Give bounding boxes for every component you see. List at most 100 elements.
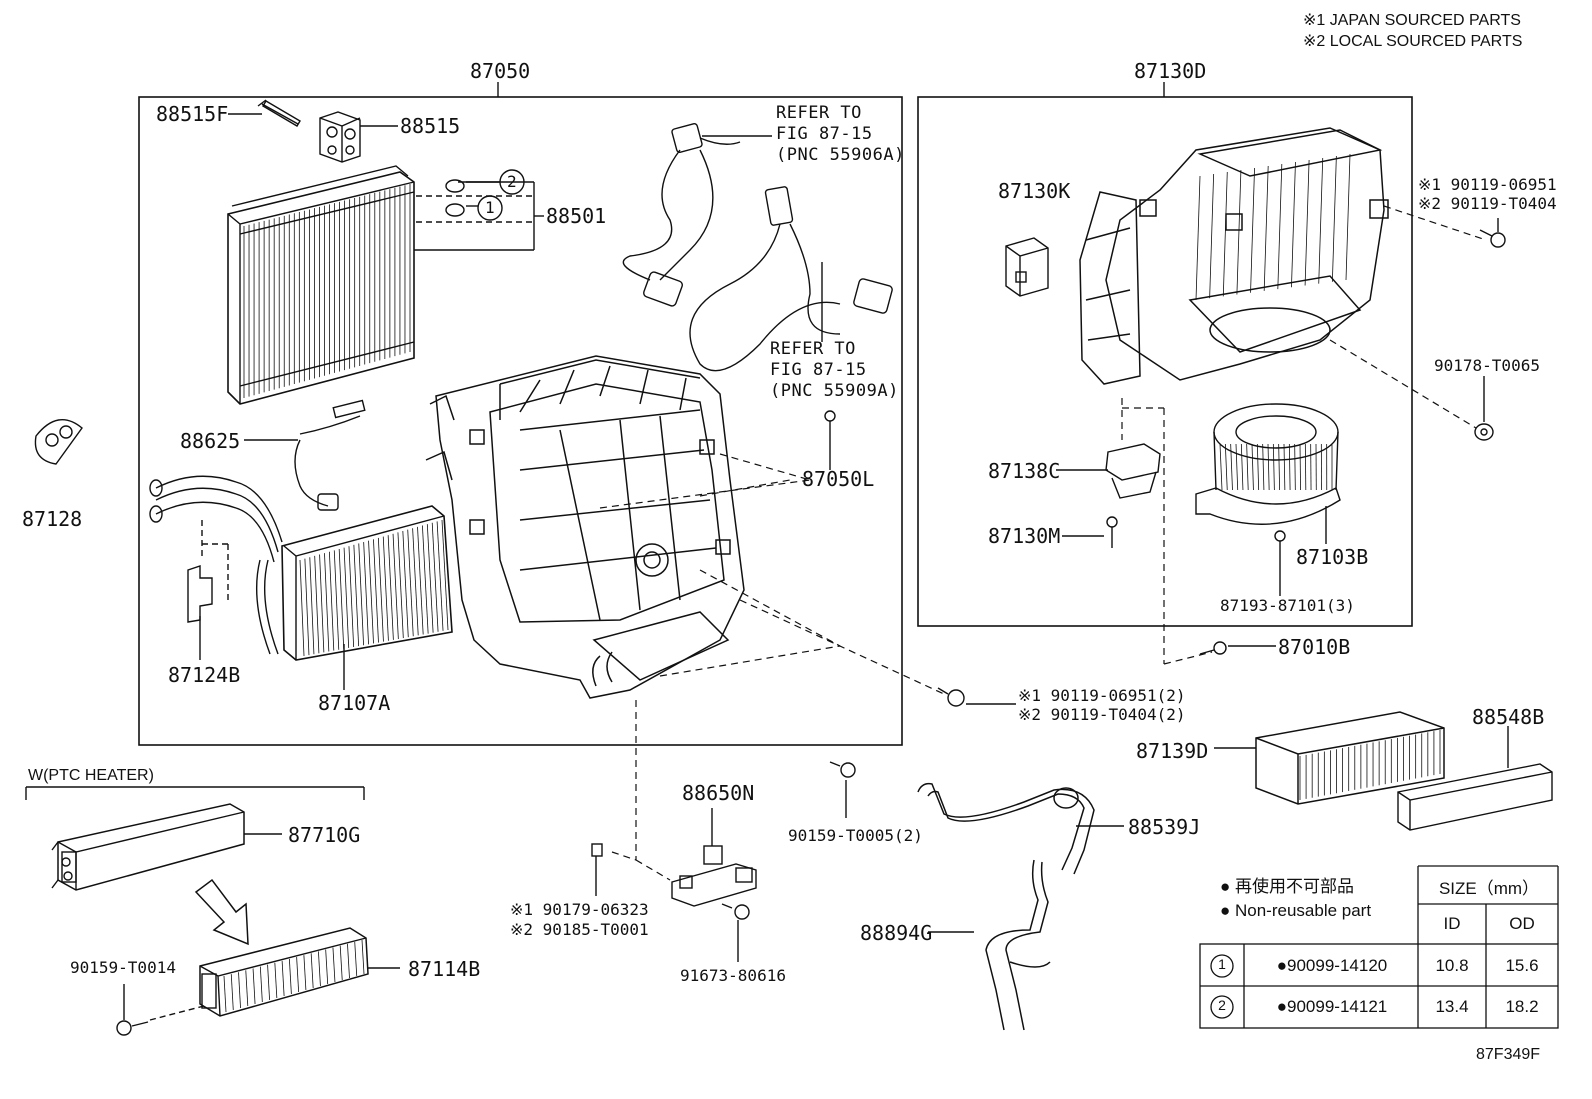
part-label-90185-T0001[interactable]: ※2 90185-T0001 bbox=[510, 920, 649, 939]
part-label-88650N[interactable]: 88650N bbox=[682, 781, 755, 805]
part-label-90119-06951-upper[interactable]: ※1 90119-06951 bbox=[1418, 175, 1557, 194]
screw-87050L-drawing bbox=[824, 410, 836, 444]
part-label-90178-T0065[interactable]: 90178-T0065 bbox=[1434, 356, 1540, 375]
part-label-87128[interactable]: 87128 bbox=[22, 507, 83, 531]
refer-55909A-line3: (PNC 55909A) bbox=[770, 381, 899, 401]
part-label-88894G[interactable]: 88894G bbox=[860, 921, 933, 945]
figure-code: 87F349F bbox=[1476, 1046, 1541, 1063]
part-label-91673-80616[interactable]: 91673-80616 bbox=[680, 966, 786, 985]
group-label-ptc-heater: W(PTC HEATER) bbox=[28, 767, 154, 784]
part-label-87193-87101[interactable]: 87193-87101(3) bbox=[1220, 596, 1355, 615]
callout-2-circle bbox=[499, 169, 525, 195]
drain-hose-88539J-drawing bbox=[917, 782, 1095, 875]
bolt-90119-lower-drawing bbox=[937, 687, 965, 707]
part-label-90179-06323[interactable]: ※1 90179-06323 bbox=[510, 900, 649, 919]
part-label-88625[interactable]: 88625 bbox=[180, 429, 241, 453]
grommet-drawing bbox=[34, 419, 83, 465]
note-local-sourced: ※2 LOCAL SOURCED PARTS bbox=[1303, 33, 1523, 50]
clip-90179-drawing bbox=[591, 843, 603, 857]
legend-row1-part[interactable]: ●90099-14120 bbox=[1276, 956, 1388, 975]
part-label-87130M[interactable]: 87130M bbox=[988, 524, 1061, 548]
blower-case-drawing bbox=[1079, 127, 1389, 385]
note-japan-sourced: ※1 JAPAN SOURCED PARTS bbox=[1303, 12, 1521, 29]
screw-87193-drawing bbox=[1274, 530, 1286, 566]
part-label-88515[interactable]: 88515 bbox=[400, 114, 461, 138]
legend-size-header: SIZE（mm） bbox=[1438, 879, 1540, 898]
part-label-87139D[interactable]: 87139D bbox=[1136, 739, 1209, 763]
part-label-88501[interactable]: 88501 bbox=[546, 204, 607, 228]
ptc-heater-core-drawing bbox=[199, 927, 369, 1017]
legend-row1-id: 10.8 bbox=[1435, 956, 1469, 975]
air-filter-drawing bbox=[1255, 711, 1445, 805]
part-label-87103B[interactable]: 87103B bbox=[1296, 545, 1369, 569]
part-label-90159-T0014[interactable]: 90159-T0014 bbox=[70, 958, 176, 977]
part-label-88548B[interactable]: 88548B bbox=[1472, 705, 1545, 729]
refer-55906A-line1: REFER TO bbox=[776, 103, 862, 123]
group-label-hvac-unit: 87050 bbox=[470, 59, 531, 83]
legend-row1-od: 15.6 bbox=[1505, 956, 1539, 975]
legend-row2-mark: 2 bbox=[1218, 997, 1226, 1013]
drain-hose-88894G-drawing bbox=[985, 859, 1051, 1031]
legend-col-id: ID bbox=[1443, 914, 1461, 933]
legend-row1-mark: 1 bbox=[1218, 956, 1226, 972]
screw-91673-drawing bbox=[721, 903, 750, 920]
harness-55906A-drawing bbox=[622, 123, 741, 307]
part-label-90159-T0005[interactable]: 90159-T0005(2) bbox=[788, 826, 923, 845]
screw-87130M-drawing bbox=[1106, 516, 1118, 548]
pipe-clip-drawing bbox=[187, 520, 229, 623]
screw-90159-T0005-drawing bbox=[829, 761, 856, 778]
callout-2-number: 2 bbox=[507, 172, 517, 191]
hvac-unit-frame bbox=[138, 96, 903, 746]
bolt-90119-upper-drawing bbox=[1479, 229, 1506, 248]
refer-55906A-line2: FIG 87-15 bbox=[776, 124, 873, 144]
bracket-88650N-drawing bbox=[671, 845, 757, 907]
legend-non-reusable-en: ● Non-reusable part bbox=[1220, 901, 1372, 920]
o-ring-1-drawing bbox=[445, 203, 465, 217]
blower-leader-lines bbox=[1121, 205, 1487, 665]
part-label-90119-06951-lower[interactable]: ※1 90119-06951(2) bbox=[1018, 686, 1186, 705]
harness-55909A-drawing bbox=[689, 186, 893, 372]
heater-core-drawing bbox=[149, 475, 453, 661]
part-label-87050L[interactable]: 87050L bbox=[802, 467, 875, 491]
legend-non-reusable-jp: ● 再使用不可部品 bbox=[1220, 877, 1354, 896]
o-ring-2-drawing bbox=[445, 179, 465, 193]
legend-table-grid bbox=[1199, 865, 1559, 1029]
callout-1-circle bbox=[477, 195, 503, 221]
part-label-87010B[interactable]: 87010B bbox=[1278, 635, 1351, 659]
refer-55909A-line1: REFER TO bbox=[770, 339, 856, 359]
ptc-heater-drawing bbox=[51, 803, 245, 891]
legend-row2-part[interactable]: ●90099-14121 bbox=[1276, 997, 1388, 1016]
hvac-leader-lines bbox=[599, 453, 945, 881]
thermistor-drawing bbox=[294, 399, 366, 511]
legend-row2-od: 18.2 bbox=[1505, 997, 1539, 1016]
bolt-87010B-drawing bbox=[1199, 641, 1227, 655]
refer-55906A-line3: (PNC 55906A) bbox=[776, 145, 905, 165]
evaporator-drawing bbox=[227, 165, 415, 405]
part-label-90119-T0404-upper[interactable]: ※2 90119-T0404 bbox=[1418, 194, 1557, 213]
part-label-87138C[interactable]: 87138C bbox=[988, 459, 1061, 483]
filter-cover-drawing bbox=[1397, 763, 1553, 831]
part-label-88515F[interactable]: 88515F bbox=[156, 102, 229, 126]
part-label-87130K[interactable]: 87130K bbox=[998, 179, 1071, 203]
legend-row2-id: 13.4 bbox=[1435, 997, 1469, 1016]
refer-55909A-line2: FIG 87-15 bbox=[770, 360, 867, 380]
part-label-87124B[interactable]: 87124B bbox=[168, 663, 241, 687]
blower-unit-frame bbox=[917, 96, 1413, 627]
resistor-drawing bbox=[1105, 443, 1161, 499]
legend-col-od: OD bbox=[1509, 914, 1535, 933]
screw-90159-T0014-drawing bbox=[116, 1020, 149, 1036]
group-label-blower-unit: 87130D bbox=[1134, 59, 1207, 83]
part-label-87107A[interactable]: 87107A bbox=[318, 691, 391, 715]
actuator-drawing bbox=[1005, 237, 1049, 297]
part-label-90119-T0404-lower[interactable]: ※2 90119-T0404(2) bbox=[1018, 705, 1186, 724]
hvac-case-drawing bbox=[425, 355, 745, 699]
part-label-88539J[interactable]: 88539J bbox=[1128, 815, 1201, 839]
callout-1-number: 1 bbox=[485, 198, 495, 217]
transition-arrow-drawing bbox=[194, 878, 249, 946]
part-label-87710G[interactable]: 87710G bbox=[288, 823, 361, 847]
ptc-heater-bracket bbox=[25, 786, 365, 800]
part-label-87114B[interactable]: 87114B bbox=[408, 957, 481, 981]
blower-motor-drawing bbox=[1195, 403, 1341, 525]
